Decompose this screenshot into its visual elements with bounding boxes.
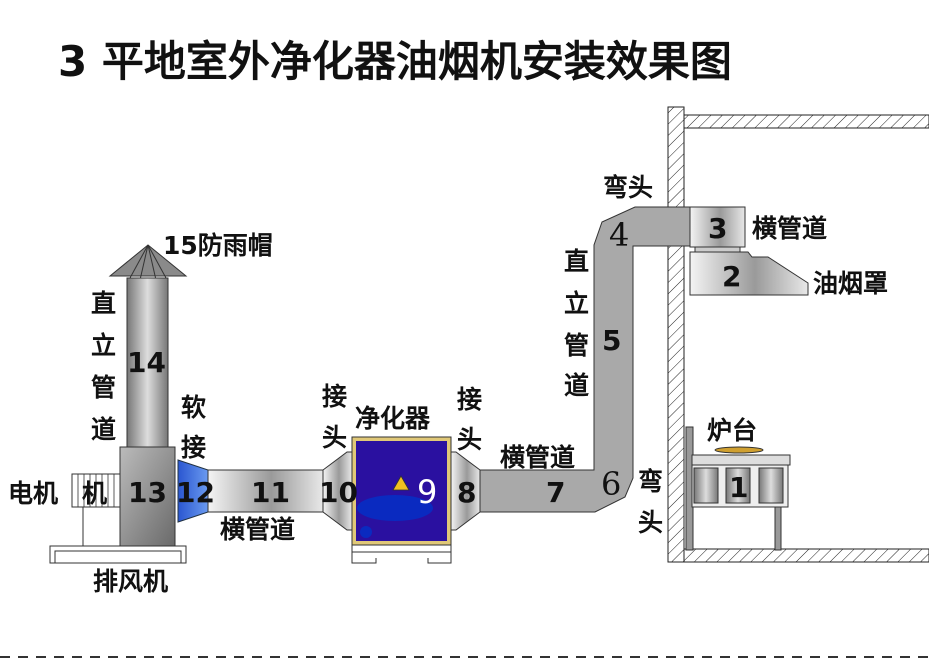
label-rain-cap: 15防雨帽	[163, 231, 273, 260]
number-4: 4	[609, 216, 629, 254]
purifier-9	[351, 436, 452, 564]
svg-text:接: 接	[322, 382, 347, 411]
svg-text:管: 管	[91, 373, 116, 402]
label-horizontal-duct-11: 横管道	[220, 515, 295, 544]
svg-text:立: 立	[564, 289, 589, 318]
number-11: 11	[251, 476, 290, 509]
svg-text:立: 立	[91, 331, 116, 360]
number-1: 1	[729, 471, 748, 504]
label-joint-right: 接 头	[457, 385, 482, 454]
number-9: 9	[417, 473, 437, 511]
svg-text:头: 头	[638, 508, 663, 537]
fan-base	[49, 545, 187, 564]
svg-text:接: 接	[457, 385, 482, 414]
svg-text:头: 头	[322, 423, 347, 452]
number-10: 10	[319, 476, 358, 509]
label-vertical-duct-left: 直 立 管 道	[91, 289, 116, 444]
svg-text:直: 直	[564, 247, 589, 276]
range-hood-2	[689, 251, 809, 296]
exhaust-fan-13	[119, 446, 176, 547]
number-7: 7	[546, 476, 565, 509]
vertical-duct-14	[126, 277, 169, 448]
svg-text:管: 管	[564, 331, 589, 360]
svg-text:头: 头	[457, 425, 482, 454]
number-12: 12	[176, 476, 215, 509]
warning-icon	[392, 475, 410, 491]
label-stove: 炉台	[707, 416, 757, 445]
horizontal-duct-11	[207, 469, 324, 513]
rain-cap	[108, 244, 188, 281]
label-joint-left: 接 头	[322, 382, 347, 452]
number-5: 5	[602, 324, 621, 357]
number-8: 8	[457, 476, 476, 509]
label-elbow-top: 弯头	[603, 173, 653, 202]
label-motor-inner: 机	[82, 479, 107, 508]
svg-text:接: 接	[181, 433, 206, 462]
page-title: 3 平地室外净化器油烟机安装效果图	[58, 37, 732, 86]
svg-text:弯: 弯	[638, 467, 663, 496]
number-2: 2	[722, 260, 741, 293]
svg-text:道: 道	[564, 371, 589, 400]
number-14: 14	[127, 346, 166, 379]
svg-text:直: 直	[91, 289, 116, 318]
stove-1	[685, 426, 791, 551]
label-elbow-bottom: 弯 头	[638, 467, 663, 537]
number-6: 6	[601, 465, 621, 503]
label-motor: 电机	[8, 479, 58, 508]
label-soft-joint: 软 接	[181, 393, 206, 462]
label-hood: 油烟罩	[813, 269, 888, 298]
svg-text:道: 道	[91, 415, 116, 444]
number-3: 3	[708, 212, 727, 245]
label-exhaust-fan: 排风机	[93, 567, 168, 596]
label-horizontal-duct-3: 横管道	[752, 214, 827, 243]
svg-text:软: 软	[181, 393, 206, 422]
motor	[71, 473, 121, 547]
label-horizontal-duct-7: 横管道	[500, 443, 575, 472]
label-purifier: 净化器	[355, 404, 431, 433]
number-13: 13	[128, 476, 167, 509]
label-vertical-duct-right: 直 立 管 道	[564, 247, 589, 400]
